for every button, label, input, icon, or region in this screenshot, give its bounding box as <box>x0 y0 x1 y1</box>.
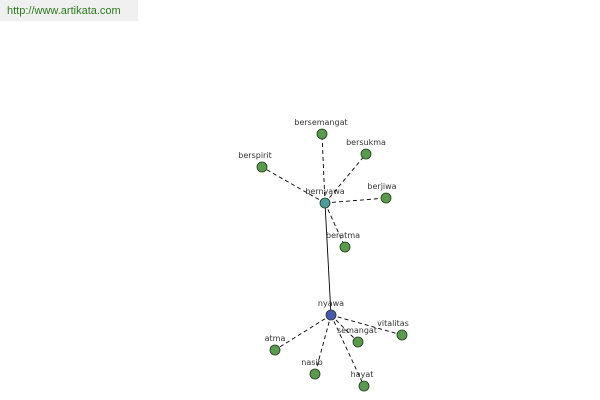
node-dot-bernyawa[interactable] <box>319 197 331 209</box>
node-label-hayat: hayat <box>351 370 374 379</box>
node-dot-atma[interactable] <box>269 344 281 356</box>
source-link[interactable]: http://www.artikata.com <box>7 5 121 17</box>
edge-nyawa-nasib <box>314 314 332 375</box>
node-label-berspirit: berspirit <box>238 151 271 160</box>
edge-nyawa-hayat <box>330 314 365 387</box>
node-dot-berjiwa[interactable] <box>380 192 392 204</box>
node-berjiwa[interactable]: berjiwa <box>367 182 397 204</box>
edge-bernyawa-berjiwa <box>324 197 387 204</box>
node-label-bernyawa: bernyawa <box>305 187 344 196</box>
node-nasib[interactable]: nasib <box>301 358 323 380</box>
node-dot-berspirit[interactable] <box>256 161 268 173</box>
node-dot-hayat[interactable] <box>358 380 370 392</box>
node-atma[interactable]: atma <box>265 334 286 356</box>
node-semangat[interactable]: semangat <box>337 326 377 348</box>
node-dot-bersukma[interactable] <box>360 148 372 160</box>
node-dot-bersemangat[interactable] <box>316 128 328 140</box>
node-beratma[interactable]: beratma <box>326 231 360 253</box>
node-label-nyawa: nyawa <box>318 299 344 308</box>
node-label-berjiwa: berjiwa <box>367 182 396 191</box>
edge-nyawa-vitalitas <box>330 314 403 336</box>
edge-bernyawa-beratma <box>324 202 346 248</box>
node-label-beratma: beratma <box>326 231 360 240</box>
node-dot-nasib[interactable] <box>309 368 321 380</box>
node-label-vitalitas: vitalitas <box>377 319 409 328</box>
node-dot-semangat[interactable] <box>352 336 364 348</box>
node-bernyawa[interactable]: bernyawa <box>305 187 345 209</box>
node-label-bersemangat: bersemangat <box>294 118 347 127</box>
graph-edges <box>261 133 403 387</box>
node-bersemangat[interactable]: bersemangat <box>294 118 348 140</box>
source-banner: http://www.artikata.com <box>0 0 138 21</box>
edge-bernyawa-bersemangat <box>321 133 326 204</box>
node-label-semangat: semangat <box>337 326 377 335</box>
node-dot-beratma[interactable] <box>339 241 351 253</box>
node-bersukma[interactable]: bersukma <box>346 138 386 160</box>
node-hayat[interactable]: hayat <box>351 370 374 392</box>
edge-bernyawa-berspirit <box>261 166 326 204</box>
edge-bernyawa-nyawa <box>324 202 332 316</box>
node-dot-nyawa[interactable] <box>325 309 337 321</box>
node-nyawa[interactable]: nyawa <box>318 299 344 321</box>
node-label-atma: atma <box>265 334 286 343</box>
node-label-nasib: nasib <box>301 358 322 367</box>
edge-nyawa-semangat <box>330 314 359 343</box>
node-berspirit[interactable]: berspirit <box>238 151 272 173</box>
node-dot-vitalitas[interactable] <box>396 329 408 341</box>
node-label-bersukma: bersukma <box>346 138 386 147</box>
edge-bernyawa-bersukma <box>324 153 367 204</box>
graph-nodes: bernyawa nyawa bersemangat bersukma berspiri… <box>238 118 409 392</box>
node-vitalitas[interactable]: vitalitas <box>377 319 409 341</box>
